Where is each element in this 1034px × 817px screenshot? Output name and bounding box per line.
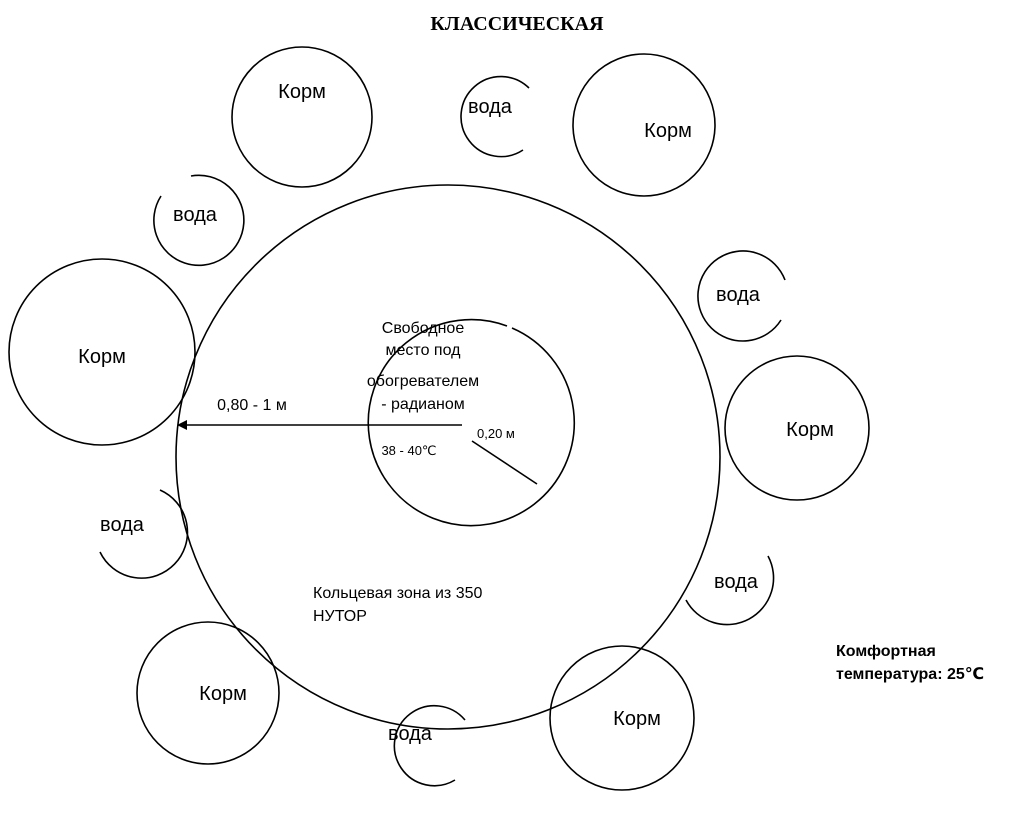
heater-text-line-2: место под (386, 342, 462, 359)
drinker-circle (393, 704, 466, 787)
heater-text-line-4: - радианом (381, 396, 464, 413)
feeder-label: Корм (613, 708, 661, 730)
heater-text-line-3: обогревателем (367, 373, 479, 390)
inner-radius-label: 0,20 м (477, 426, 515, 441)
drinker-circle (460, 75, 530, 158)
comfort-temperature-line-2: температура: 25℃ (836, 666, 984, 683)
drinker-circle (697, 250, 786, 342)
feeder-circle (136, 621, 280, 765)
feeder-circle (572, 53, 716, 197)
ring-zone-text-line-1: Кольцевая зона из 350 (313, 585, 483, 602)
feeder-circle (549, 645, 695, 791)
feeder-bottom-left: Корм (136, 621, 280, 765)
feeder-label: Корм (199, 683, 247, 705)
drinker-top: вода (460, 75, 530, 158)
drinker-circle (685, 555, 775, 626)
drinker-label: вода (173, 204, 218, 226)
drinker-label: вода (468, 96, 513, 118)
feeder-label: Корм (78, 346, 126, 368)
comfort-temperature-line-1: Комфортная (836, 643, 936, 660)
feeder-left: Корм (8, 258, 196, 446)
drinker-lower-right: вода (685, 555, 775, 626)
ring-zone-circle (175, 184, 721, 730)
drinker-bottom: вода (388, 704, 466, 787)
feeder-circle (231, 46, 373, 188)
feeder-label: Корм (278, 81, 326, 103)
ring-zone-text-line-2: НУТОР (313, 608, 367, 625)
heater-text-line-1: Свободное (382, 320, 465, 337)
diagram-title: КЛАССИЧЕСКАЯ (430, 13, 604, 35)
feeder-bottom-right: Корм (549, 645, 695, 791)
drinker-circle (99, 489, 189, 579)
heater-text: Свободное место под обогревателем - ради… (367, 320, 479, 413)
heater-temperature: 38 - 40℃ (381, 443, 436, 458)
outer-radius-label: 0,80 - 1 м (217, 397, 287, 414)
drinker-lower-left: вода (99, 489, 189, 579)
feeder-circle (724, 355, 870, 501)
feeder-top-right: Корм (572, 53, 716, 197)
drinker-upper-left: вода (153, 174, 245, 267)
feeder-circle (8, 258, 196, 446)
drinker-upper-right: вода (697, 250, 786, 342)
drinker-label: вода (388, 723, 433, 745)
feeder-right: Корм (724, 355, 870, 501)
drinker-label: вода (714, 571, 759, 593)
feeder-label: Корм (644, 120, 692, 142)
heater-circle (367, 318, 576, 527)
drinker-label: вода (716, 284, 761, 306)
drinker-label: вода (100, 514, 145, 536)
inner-radius-line (471, 440, 538, 485)
feeder-top-left: Корм (231, 46, 373, 188)
drinker-circle (153, 174, 245, 267)
feeder-label: Корм (786, 419, 834, 441)
